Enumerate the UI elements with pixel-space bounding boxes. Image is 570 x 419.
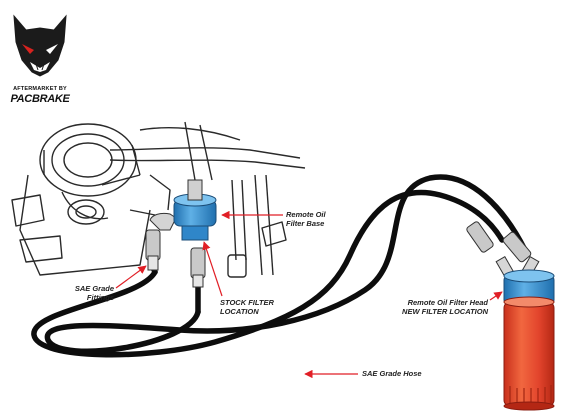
logo-brand: PACBRAKE [10, 93, 70, 105]
sae-fittings-engine-side [145, 212, 206, 288]
label-remote-oil-filter-head-line2: NEW FILTER LOCATION [402, 307, 488, 316]
arrow-remote-oil-filter-head [489, 291, 503, 301]
label-remote-oil-filter-head: Remote Oil Filter Head NEW FILTER LOCATI… [388, 298, 488, 316]
remote-oil-filter-head [503, 269, 555, 305]
label-sae-grade-hose: SAE Grade Hose [362, 369, 422, 378]
label-stock-filter-location-line2: LOCATION [220, 307, 259, 316]
label-sae-grade-fittings-line2: Fittings [86, 293, 114, 302]
label-remote-oil-filter-head-line1: Remote Oil Filter Head [407, 298, 488, 307]
arrow-sae-grade-fittings [115, 265, 147, 289]
label-remote-oil-filter-base: Remote Oil Filter Base [286, 210, 326, 228]
oil-filter-canister [503, 296, 555, 411]
label-stock-filter-location: STOCK FILTER LOCATION [220, 298, 274, 316]
arrow-stock-filter-location [202, 241, 223, 297]
sae-grade-hoses [31, 174, 528, 358]
label-remote-oil-filter-base-line2: Filter Base [286, 219, 325, 228]
label-stock-filter-location-line1: STOCK FILTER [220, 298, 274, 307]
remote-oil-filter-base [173, 179, 217, 241]
label-sae-grade-fittings-line1: SAE Grade [74, 284, 114, 293]
engine-block-illustration [11, 121, 306, 278]
pacbrake-wolf-logo [13, 14, 67, 77]
label-sae-grade-fittings: SAE Grade Fittings [52, 284, 114, 302]
label-remote-oil-filter-base-line1: Remote Oil [286, 210, 326, 219]
sae-fittings-filter-head [466, 221, 540, 278]
logo-tagline: AFTERMARKET BY [13, 86, 67, 92]
